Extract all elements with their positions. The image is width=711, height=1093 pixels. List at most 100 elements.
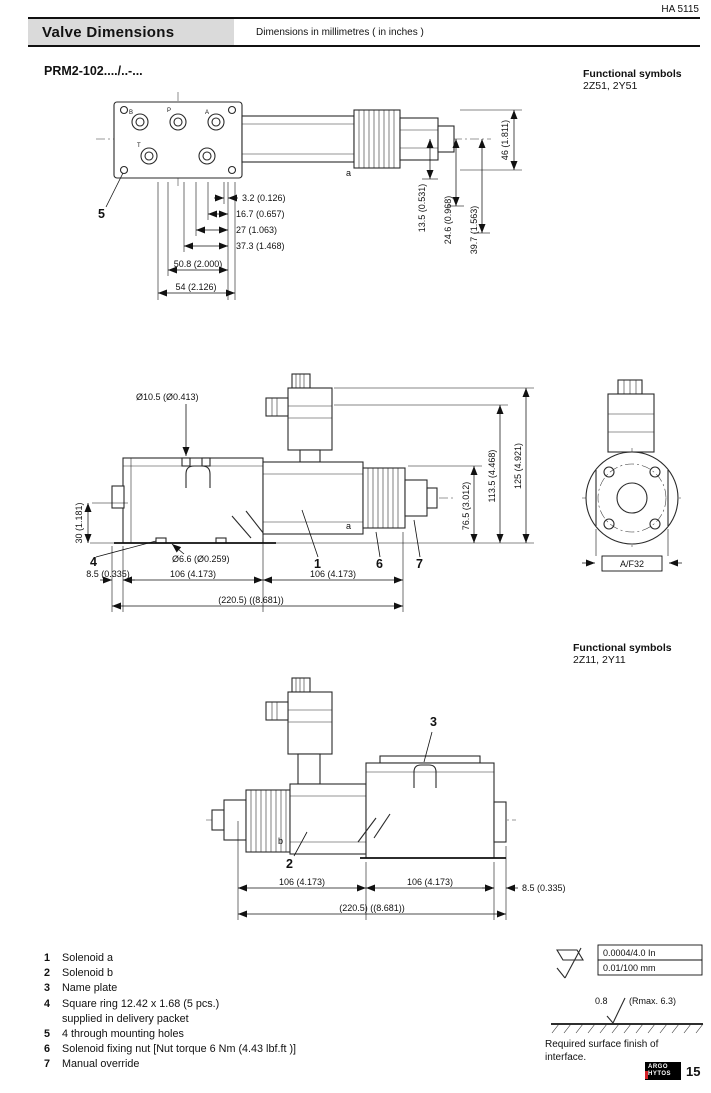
dim-106-right: 106 (4.173) <box>407 877 453 887</box>
mounting-hole <box>227 105 237 115</box>
item-label-3: 3 <box>430 715 437 729</box>
dim-125: 125 (4.921) <box>513 443 523 489</box>
item-label-7: 7 <box>416 557 423 571</box>
solenoid-a-side-view: a <box>262 461 438 535</box>
dim-hole-bottom: Ø6.6 (Ø0.259) <box>172 554 230 564</box>
dim-39-7: 39.7 (1.563) <box>469 206 479 255</box>
brand-logo: ARGO HYTOS <box>645 1062 681 1080</box>
model-designation: PRM2-102..../..-... <box>44 64 143 78</box>
page-subtitle: Dimensions in millimetres ( in inches ) <box>256 27 424 38</box>
port-letter-p: P <box>167 108 171 114</box>
legend-item-7: 7 Manual override <box>44 1057 514 1072</box>
side-view-drawing: a Ø10.5 (Ø0.413) 30 (1.181) Ø6.6 (Ø0.259… <box>74 373 682 612</box>
legend-item-2: 2 Solenoid b <box>44 966 514 981</box>
legend-num: 7 <box>44 1058 51 1071</box>
side-view-upper-dimensions: Ø10.5 (Ø0.413) 30 (1.181) Ø6.6 (Ø0.259) <box>74 392 230 564</box>
manual-override-b <box>211 809 225 831</box>
functional-symbols-bottom-label: Functional symbols <box>573 642 672 654</box>
item-label-2: 2 <box>286 857 293 871</box>
item-label-6: 6 <box>376 557 383 571</box>
functional-symbols-top: Functional symbols 2Z51, 2Y51 <box>583 68 682 92</box>
dim-37-3: 37.3 (1.468) <box>236 241 285 251</box>
mounting-hole <box>227 165 237 175</box>
legend-num: 3 <box>44 982 51 995</box>
legend-num <box>44 1012 62 1027</box>
functional-symbols-top-value: 2Z51, 2Y51 <box>583 80 638 92</box>
legend-item-4: 4 Square ring 12.42 x 1.68 (5 pcs.) <box>44 997 514 1012</box>
solenoid-top-view: a <box>241 109 455 178</box>
legend-item-1: 1 Solenoid a <box>44 951 514 966</box>
valve-body-top-view: B P A T <box>96 92 491 188</box>
port-letter-b: B <box>129 110 133 116</box>
header-top-rule <box>28 17 700 19</box>
connector-plug-b <box>265 677 333 785</box>
solenoid-b-side-view: b <box>211 783 367 855</box>
dim-30: 30 (1.181) <box>74 502 84 543</box>
dim-hole-top: Ø10.5 (Ø0.413) <box>136 392 199 402</box>
legend-text: Manual override <box>62 1058 140 1071</box>
dim-106-left: 106 (4.173) <box>279 877 325 887</box>
brand-logo-top: ARGO <box>648 1064 668 1070</box>
mounting-hole <box>119 165 129 175</box>
dim-24-6: 24.6 (0.968) <box>443 196 453 245</box>
brand-logo-red-accent <box>645 1071 648 1079</box>
roughness-check-icon <box>606 997 626 1024</box>
side-view-b-item-callouts: 3 2 <box>286 715 437 871</box>
legend-num: 1 <box>44 952 51 964</box>
connector-plug <box>265 373 333 463</box>
item-label-5: 5 <box>98 207 105 221</box>
legend-text: Solenoid fixing nut [Nut torque 6 Nm (4.… <box>62 1043 297 1056</box>
header-bottom-rule <box>28 45 700 47</box>
dim-8-5: 8.5 (0.335) <box>86 569 130 579</box>
dim-76-5: 76.5 (3.012) <box>461 482 471 531</box>
legend-num: 6 <box>44 1043 51 1056</box>
dim-46: 46 (1.811) <box>500 120 510 160</box>
title-band: Valve Dimensions <box>28 19 234 45</box>
legend-text: Solenoid a <box>62 952 114 964</box>
legend-num: 5 <box>44 1028 51 1041</box>
legend-item-6: 6 Solenoid fixing nut [Nut torque 6 Nm (… <box>44 1042 514 1057</box>
solenoid-a-mark: a <box>346 168 351 178</box>
valve-body-side-view-b <box>357 755 507 859</box>
end-view: A/F32 <box>582 379 682 572</box>
rmax-value: (Rmax. 6.3) <box>629 996 676 1006</box>
dim-13-5: 13.5 (0.531) <box>417 184 427 233</box>
dim-8-5: 8.5 (0.335) <box>522 883 566 893</box>
legend-item-3: 3 Name plate <box>44 981 514 996</box>
top-view-horizontal-dimensions: 3.2 (0.126) 16.7 (0.657) 27 (1.063) 37.3… <box>157 182 286 300</box>
side-view-height-dimensions: 76.5 (3.012) 113.5 (4.468) 125 (4.921) <box>276 387 534 544</box>
legend-text: Square ring 12.42 x 1.68 (5 pcs.) <box>62 997 220 1010</box>
item-label-1: 1 <box>314 557 321 571</box>
dim-27: 27 (1.063) <box>236 225 277 235</box>
functional-symbols-bottom-value: 2Z11, 2Y11 <box>573 654 626 666</box>
legend-text: Name plate <box>62 982 118 995</box>
dim-106-left: 106 (4.173) <box>170 569 216 579</box>
valve-body-side-view <box>111 457 276 544</box>
square-ring-b <box>493 801 507 843</box>
roughness-value: 0.8 <box>595 996 608 1006</box>
solenoid-fixing-nut <box>404 479 428 517</box>
legend-text: 4 through mounting holes <box>62 1028 184 1041</box>
surface-finish-symbol-drawing: 0.0004/4.0 In 0.01/100 mm 0.8 (Rmax. 6.3… <box>551 944 704 1034</box>
surface-finish-block: 0.0004/4.0 In 0.01/100 mm 0.8 (Rmax. 6.3… <box>543 942 708 1088</box>
manual-override <box>426 487 438 509</box>
hatched-surface-line <box>551 1023 704 1034</box>
dim-50-8: 50.8 (2.000) <box>174 259 223 269</box>
legend-text: supplied in delivery packet <box>62 1012 189 1025</box>
port-letter-a: A <box>205 110 209 116</box>
side-view-item-callouts: 4 1 6 7 <box>90 509 423 571</box>
mounting-hole <box>119 105 129 115</box>
dim-total: (220.5) ((8.681)) <box>339 903 405 913</box>
side-view-b-length-dimensions: 106 (4.173) 106 (4.173) 8.5 (0.335) (220… <box>237 821 566 920</box>
af32-label: A/F32 <box>620 559 644 569</box>
solenoid-b-mark: b <box>278 836 283 846</box>
surface-finish-inch-value: 0.0004/4.0 In <box>603 948 656 958</box>
page-number: 15 <box>686 1064 701 1079</box>
legend-num: 2 <box>44 967 51 980</box>
top-view-drawing: B P A T a 5 3.2 (0.126) 16.7 (0 <box>96 92 522 300</box>
side-view-b-drawing: b 3 2 106 (4.173) 106 (4.173) 8.5 (0.335… <box>206 677 566 920</box>
legend-item-4-continuation: supplied in delivery packet <box>44 1012 514 1027</box>
brand-logo-bottom: HYTOS <box>648 1071 672 1077</box>
port-letter-t: T <box>137 143 141 149</box>
